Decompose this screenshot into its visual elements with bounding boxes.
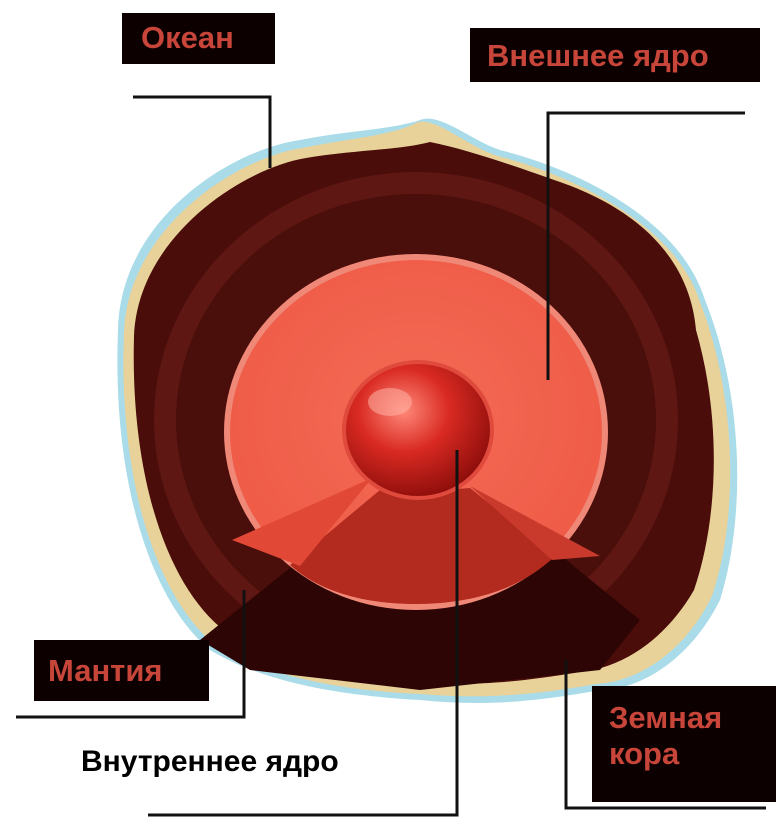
ocean-label: Океан	[122, 13, 275, 64]
ocean-label-text: Океан	[141, 20, 234, 55]
mantle-label: Мантия	[34, 640, 209, 701]
inner-core	[346, 364, 490, 496]
mantle-label-text: Мантия	[48, 653, 163, 688]
outer-core-label: Внешнее ядро	[470, 28, 760, 82]
crust-label: Земная кора	[592, 686, 776, 802]
inner-core-label: Внутреннее ядро	[81, 745, 339, 779]
inner-core-highlight	[368, 388, 412, 416]
crust-label-line1: Земная	[609, 700, 776, 736]
crust-label-line2: кора	[609, 736, 776, 772]
outer-core-label-text: Внешнее ядро	[487, 38, 709, 73]
